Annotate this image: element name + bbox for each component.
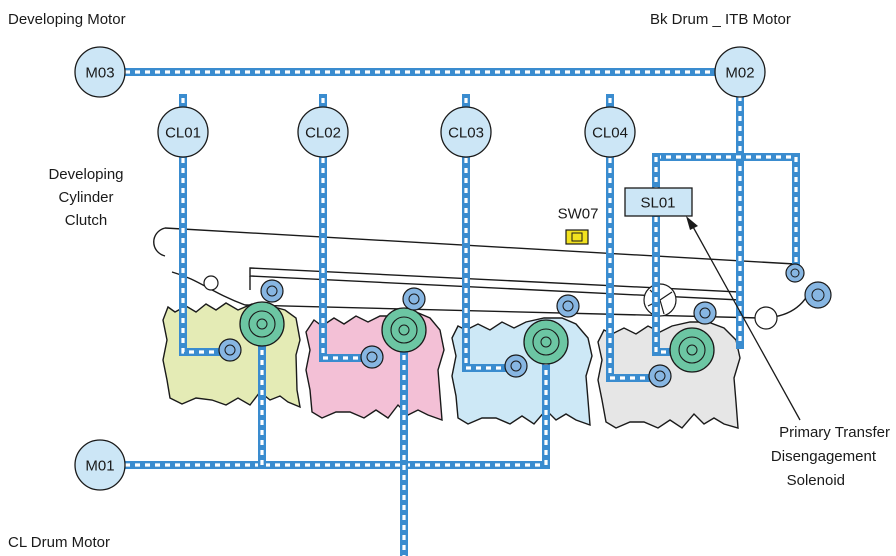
roller [504, 354, 528, 378]
roller [360, 345, 384, 369]
svg-text:Developing: Developing [48, 166, 123, 183]
drum-magenta [381, 307, 427, 353]
svg-text:Disengagement: Disengagement [771, 448, 877, 465]
clutch-cl01: CL01 [157, 106, 209, 158]
roller [785, 263, 805, 283]
drum-black [669, 327, 715, 373]
motor-m01: M01 [74, 439, 126, 491]
m01-label: M01 [85, 458, 114, 475]
sw07-label: SW07 [558, 206, 599, 223]
roller [804, 281, 832, 309]
cl-drum-motor-label: CL Drum Motor [8, 534, 110, 551]
roller [693, 301, 717, 325]
drum-cyan [523, 319, 569, 365]
svg-text:Solenoid: Solenoid [787, 472, 845, 489]
roller [260, 279, 284, 303]
roller [402, 287, 426, 311]
svg-text:Clutch: Clutch [65, 212, 108, 229]
m02-label: M02 [725, 65, 754, 82]
developing-motor-label: Developing Motor [8, 11, 126, 28]
switch-sw07: SW07 [558, 206, 599, 245]
clutch-cl03: CL03 [440, 106, 492, 158]
clutch-cl02: CL02 [297, 106, 349, 158]
developing-cylinder-clutch-label: Developing Cylinder Clutch [48, 166, 123, 229]
roller [218, 338, 242, 362]
solenoid-callout-arrow [686, 216, 801, 421]
motor-m03: M03 [74, 46, 126, 98]
cl03-label: CL03 [448, 125, 484, 142]
svg-text:Cylinder: Cylinder [58, 189, 113, 206]
idler-roller [203, 275, 219, 291]
primary-transfer-solenoid-label: Primary Transfer Disengagement Solenoid [771, 424, 890, 489]
idler-roller [754, 306, 778, 330]
drive-shafts [121, 68, 800, 556]
drum-yellow [239, 301, 285, 347]
cl02-label: CL02 [305, 125, 341, 142]
roller [556, 294, 580, 318]
motor-m02: M02 [714, 46, 766, 98]
solenoid-sl01: SL01 [624, 187, 693, 217]
svg-text:Primary Transfer: Primary Transfer [779, 424, 890, 441]
sl01-label: SL01 [640, 195, 675, 212]
roller [648, 364, 672, 388]
clutch-cl04: CL04 [584, 106, 636, 158]
cl04-label: CL04 [592, 125, 628, 142]
m03-label: M03 [85, 65, 114, 82]
transfer-rollers [218, 263, 832, 388]
cl01-label: CL01 [165, 125, 201, 142]
bk-drum-itb-motor-label: Bk Drum _ ITB Motor [650, 11, 791, 28]
